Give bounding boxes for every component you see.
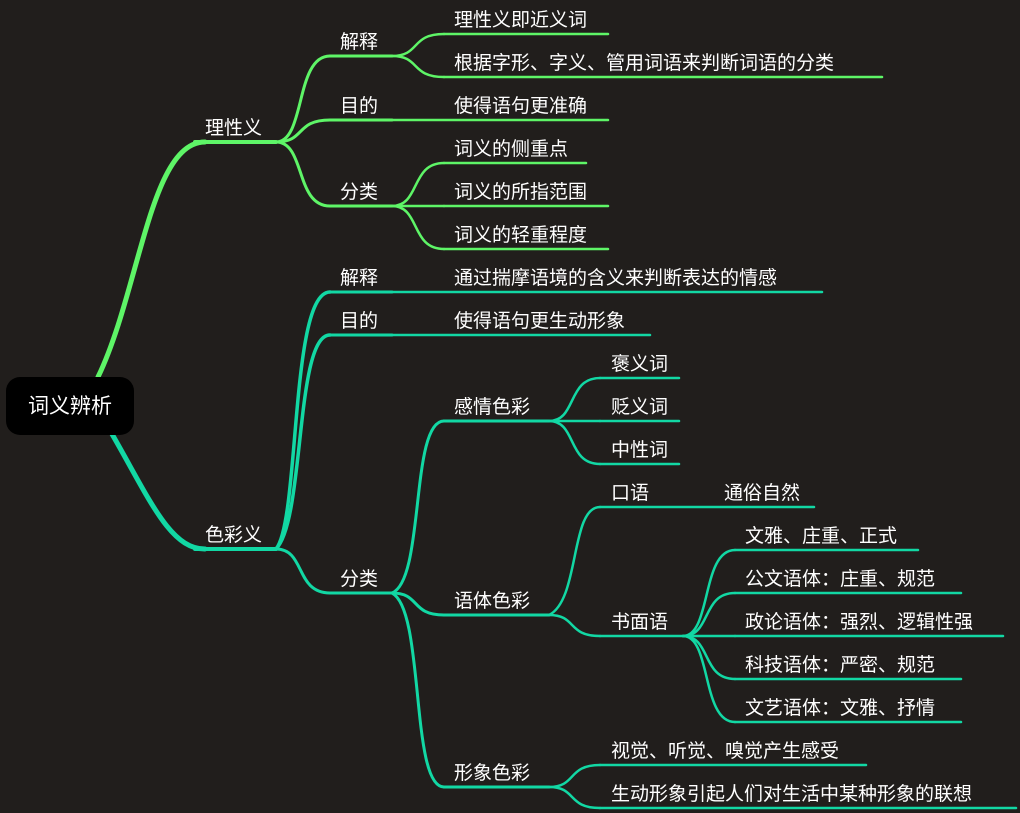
edge-sm-1 [681,548,737,638]
node-yuti[interactable]: 语体色彩 [454,590,531,612]
node-sm-3[interactable]: 政论语体：强烈、逻辑性强 [745,611,974,633]
edge-secaiyi-mudi [274,333,332,551]
edge-secaiyi-fenlei [274,547,332,595]
node-lx-jieshi-2[interactable]: 根据字形、字义、管用词语来判断词语的分类 [454,52,835,74]
node-xx-1[interactable]: 视觉、听觉、嗅觉产生感受 [611,740,840,762]
node-ganqing[interactable]: 感情色彩 [454,396,531,418]
node-xx-2[interactable]: 生动形象引起人们对生活中某种形象的联想 [611,783,973,805]
edge-lx-fenlei-1 [390,161,446,208]
node-lx-mudi-1[interactable]: 使得语句更准确 [454,95,588,117]
node-xingxiang[interactable]: 形象色彩 [454,762,531,784]
node-sc-jieshi-1[interactable]: 通过揣摩语境的含义来判断表达的情感 [454,267,778,289]
edge-xx-2 [547,785,602,810]
node-sc-jieshi[interactable]: 解释 [340,267,379,289]
edge-lixingyi-jieshi [274,54,332,144]
edge-yuti-shumianyu [547,613,602,638]
node-sm-1[interactable]: 文雅、庄重、正式 [745,525,898,547]
node-lx-fenlei[interactable]: 分类 [340,181,379,203]
node-shumianyu[interactable]: 书面语 [611,611,669,633]
node-lx-fenlei-3[interactable]: 词义的轻重程度 [454,224,588,246]
edge-lx-jieshi-2 [390,54,446,79]
edge-xx-1 [547,763,602,789]
edge-yuti-kouyu [547,505,602,617]
edge-sm-2 [681,591,737,638]
node-sc-fenlei[interactable]: 分类 [340,568,379,590]
node-lx-jieshi-1[interactable]: 理性义即近义词 [454,9,588,31]
edge-lixingyi-fenlei [274,140,332,208]
node-lixingyi[interactable]: 理性义 [205,117,263,139]
node-sm-2[interactable]: 公文语体：庄重、规范 [745,568,936,590]
node-sc-mudi-1[interactable]: 使得语句更生动形象 [454,310,626,332]
node-kouyu-1[interactable]: 通俗自然 [724,482,801,504]
node-sm-5[interactable]: 文艺语体：文雅、抒情 [745,697,936,719]
edge-root-secaiyi [109,431,208,552]
node-ganqing-1[interactable]: 褒义词 [611,353,669,375]
edge-sm-5 [681,634,737,724]
edge-ganqing-3 [547,419,602,466]
node-lx-fenlei-2[interactable]: 词义的所指范围 [454,181,588,203]
edge-ganqing-1 [547,376,602,423]
node-lx-mudi[interactable]: 目的 [340,95,379,117]
node-ganqing-3[interactable]: 中性词 [611,439,669,461]
edge-fenlei-ganqing [390,419,446,595]
edge-lx-fenlei-3 [390,204,446,251]
edge-root-lixingyi [95,139,208,380]
node-lx-fenlei-1[interactable]: 词义的侧重点 [454,138,569,160]
edge-fenlei-yuti [390,591,446,617]
node-ganqing-2[interactable]: 贬义词 [611,396,669,418]
node-sc-mudi[interactable]: 目的 [340,310,379,332]
node-lx-jieshi[interactable]: 解释 [340,31,379,53]
root-node[interactable]: 词义辨析 [6,377,134,435]
node-sm-4[interactable]: 科技语体：严密、规范 [745,654,936,676]
edge-secaiyi-jieshi [274,290,332,551]
node-kouyu[interactable]: 口语 [611,482,650,504]
edge-sm-4 [681,634,737,681]
node-secaiyi[interactable]: 色彩义 [205,524,263,546]
edge-lx-jieshi-1 [390,32,446,58]
edge-fenlei-xingxiang [390,591,446,789]
edge-lixingyi-mudi [274,118,332,144]
